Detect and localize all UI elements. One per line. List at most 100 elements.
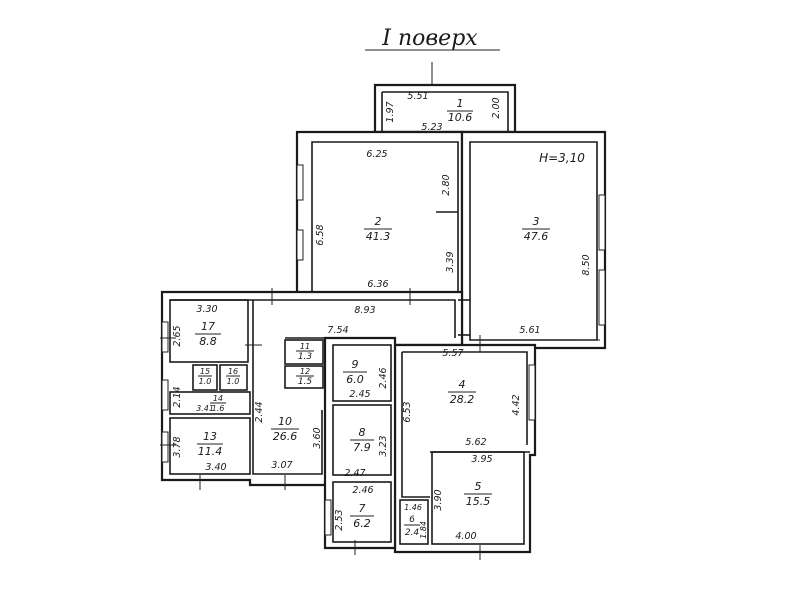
left-wing-inner-top [170,299,456,338]
dimension-label: 3.95 [471,454,492,465]
room-6-label: 6 2.4 [404,515,420,538]
svg-text:9: 9 [352,358,359,371]
floor-title: I поверх [381,26,478,51]
dimension-label: 2.53 [334,509,345,530]
dimension-label: 2.65 [172,325,183,346]
window [161,431,169,463]
svg-text:7: 7 [359,502,366,515]
dimension-label: 4.00 [455,531,476,542]
svg-text:15: 15 [200,367,210,376]
svg-text:41.3: 41.3 [366,230,391,243]
dimension-label: 2.80 [441,174,452,195]
dimension-label: 2.14 [172,386,183,407]
dimension-label: 2.00 [491,97,502,118]
room-9-label: 9 6.0 [343,358,367,386]
window [324,499,332,536]
svg-text:1.5: 1.5 [298,377,313,387]
dimension-label: 3.39 [445,251,456,272]
dimension-label: 5.57 [442,348,463,359]
dimension-label: 7.54 [327,325,348,336]
dimension-label: 6.53 [402,401,413,422]
room-6-outline [399,499,429,545]
room-14-outline [169,391,251,415]
room-10-outline [252,300,325,475]
dimension-label: 3.41 [196,404,214,413]
dimension-label: 3.07 [271,460,292,471]
window [598,194,606,251]
svg-text:10.6: 10.6 [448,111,473,124]
room-11-label: 11 1.3 [296,342,314,362]
svg-text:1.6: 1.6 [212,404,225,413]
room-8-outline [332,404,392,476]
window [528,364,536,421]
room-15-label: 15 1.0 [198,367,212,386]
dimension-label: 3.40 [205,462,226,473]
svg-text:28.2: 28.2 [450,393,475,406]
dimension-label: 8.93 [354,305,375,316]
dimension-label: 4.42 [511,394,522,415]
room-16-outline [219,364,248,391]
dimension-label: 1.46 [404,503,422,512]
dimension-label: 1.97 [385,101,396,122]
room-10-label: 10 26.6 [271,415,299,443]
dimension-label: 3.23 [378,435,389,456]
dimension-label: 5.51 [407,91,428,102]
room-8-label: 8 7.9 [350,426,374,454]
room-3-walls [460,130,607,350]
dimension-label: 6.25 [366,149,387,160]
right-block-inner [402,351,528,445]
room-15-outline [192,364,218,391]
svg-text:14: 14 [213,394,223,403]
svg-text:3: 3 [533,215,540,228]
svg-text:8: 8 [359,426,366,439]
room-13-outline [169,417,251,475]
svg-text:6.2: 6.2 [353,517,371,530]
dimension-label: 2.47 [344,468,365,479]
svg-text:11.4: 11.4 [198,445,223,458]
window [161,321,169,353]
room-17-label: 17 8.8 [195,320,221,348]
room-1-inner-wall [381,91,509,132]
dimension-label: 1.84 [419,521,428,539]
dimension-label: 3.78 [172,436,183,457]
room-11-outline [284,339,324,365]
right-block-walls [393,343,537,554]
dimension-label: 6.58 [315,224,326,245]
room-5-label: 5 15.5 [464,480,492,508]
dimension-label: 5.62 [465,437,486,448]
dimension-label: 8.50 [581,254,592,275]
svg-text:13: 13 [203,430,217,443]
svg-text:11: 11 [300,342,310,351]
room-5-outline [431,451,525,545]
center-column-walls [323,336,397,550]
window [161,379,169,411]
room-16-label: 16 1.0 [226,367,240,386]
svg-text:16: 16 [228,367,238,376]
svg-text:1.3: 1.3 [298,352,313,362]
svg-text:12: 12 [300,367,310,376]
dimension-label: 3.90 [433,489,444,510]
svg-text:17: 17 [201,320,215,333]
room-1-label: 1 10.6 [447,97,473,124]
svg-text:2: 2 [375,215,382,228]
window [598,269,606,326]
dimension-label: 3.30 [196,304,217,315]
svg-text:4: 4 [459,378,466,391]
dimension-label: 2.44 [254,401,265,422]
svg-text:1: 1 [457,97,464,110]
dimension-label: 2.46 [378,367,389,388]
room-3-label: 3 47.6 [522,215,550,243]
room-14-label: 14 1.6 [210,394,226,413]
room-13-label: 13 11.4 [197,430,223,458]
room-7-label: 7 6.2 [350,502,374,530]
svg-text:7.9: 7.9 [353,441,371,454]
svg-text:1.0: 1.0 [227,377,240,386]
svg-text:15.5: 15.5 [466,495,491,508]
svg-text:8.8: 8.8 [199,335,217,348]
svg-text:6: 6 [409,515,415,525]
dimension-label: 6.36 [367,279,388,290]
ceiling-height-note: H=3,10 [539,151,585,165]
dimension-label: 2.46 [352,485,373,496]
room-4-label: 4 28.2 [448,378,476,406]
